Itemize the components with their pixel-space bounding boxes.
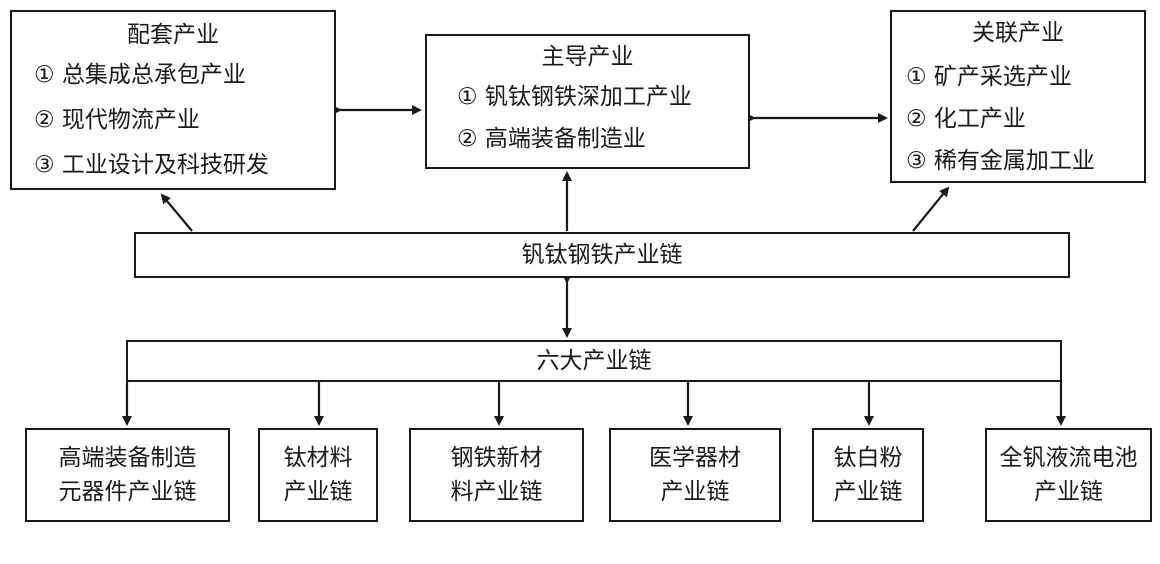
related-industries-box: 关联产业 ① 矿产采选产业 ② 化工产业 ③ 稀有金属加工业 (890, 10, 1146, 183)
supporting-item-1: ① 总集成总承包产业 (34, 62, 246, 88)
related-item-2: ② 化工产业 (906, 106, 1026, 132)
leaf-3-line-2: 料产业链 (450, 479, 543, 505)
related-item-3: ③ 稀有金属加工业 (906, 148, 1095, 174)
leaf-5-line-2: 产业链 (833, 479, 903, 505)
leaf-4-line-2: 产业链 (660, 479, 730, 505)
vanadium-titanium-steel-chain-bar: 钒钛钢铁产业链 (134, 232, 1070, 278)
leaf-box-vanadium-flow-battery: 全钒液流电池产业链 (985, 428, 1152, 522)
supporting-item-2: ② 现代物流产业 (34, 107, 200, 133)
leaf-box-titanium-materials: 钛材料产业链 (258, 428, 378, 522)
leaf-1-line-1: 高端装备制造 (58, 445, 197, 471)
leading-item-2: ② 高端装备制造业 (457, 126, 646, 152)
supporting-industries-box: 配套产业 ① 总集成总承包产业 ② 现代物流产业 ③ 工业设计及科技研发 (10, 10, 336, 190)
leaf-6-line-2: 产业链 (1034, 479, 1103, 505)
leaf-box-titanium-dioxide: 钛白粉产业链 (812, 428, 924, 522)
leaf-box-equipment-components: 高端装备制造元器件产业链 (25, 428, 230, 522)
leaf-4-line-1: 医学器材 (649, 445, 741, 471)
arrow-chain-support (160, 193, 193, 232)
leaf-box-medical-equipment: 医学器材产业链 (609, 428, 781, 522)
leaf-6-line-1: 全钒液流电池 (999, 445, 1138, 471)
leaf-5-line-1: 钛白粉 (833, 445, 903, 471)
leading-industries-box: 主导产业 ① 钒钛钢铁深加工产业 ② 高端装备制造业 (425, 34, 750, 169)
leading-item-1: ① 钒钛钢铁深加工产业 (457, 84, 692, 110)
leaf-3-line-1: 钢铁新材 (450, 445, 543, 471)
supporting-item-3: ③ 工业设计及科技研发 (34, 152, 269, 178)
related-item-1: ① 矿产采选产业 (906, 64, 1072, 90)
leaf-box-steel-new-materials: 钢铁新材料产业链 (409, 428, 584, 522)
arrow-chain-related (912, 186, 950, 232)
six-industry-chains-bar: 六大产业链 (126, 340, 1062, 382)
related-industries-title: 关联产业 (972, 20, 1064, 46)
leading-industries-title: 主导产业 (541, 44, 634, 70)
leaf-2-line-1: 钛材料 (283, 445, 353, 471)
leaf-1-line-2: 元器件产业链 (58, 479, 197, 505)
supporting-industries-title: 配套产业 (127, 22, 219, 48)
leaf-2-line-2: 产业链 (283, 479, 353, 505)
